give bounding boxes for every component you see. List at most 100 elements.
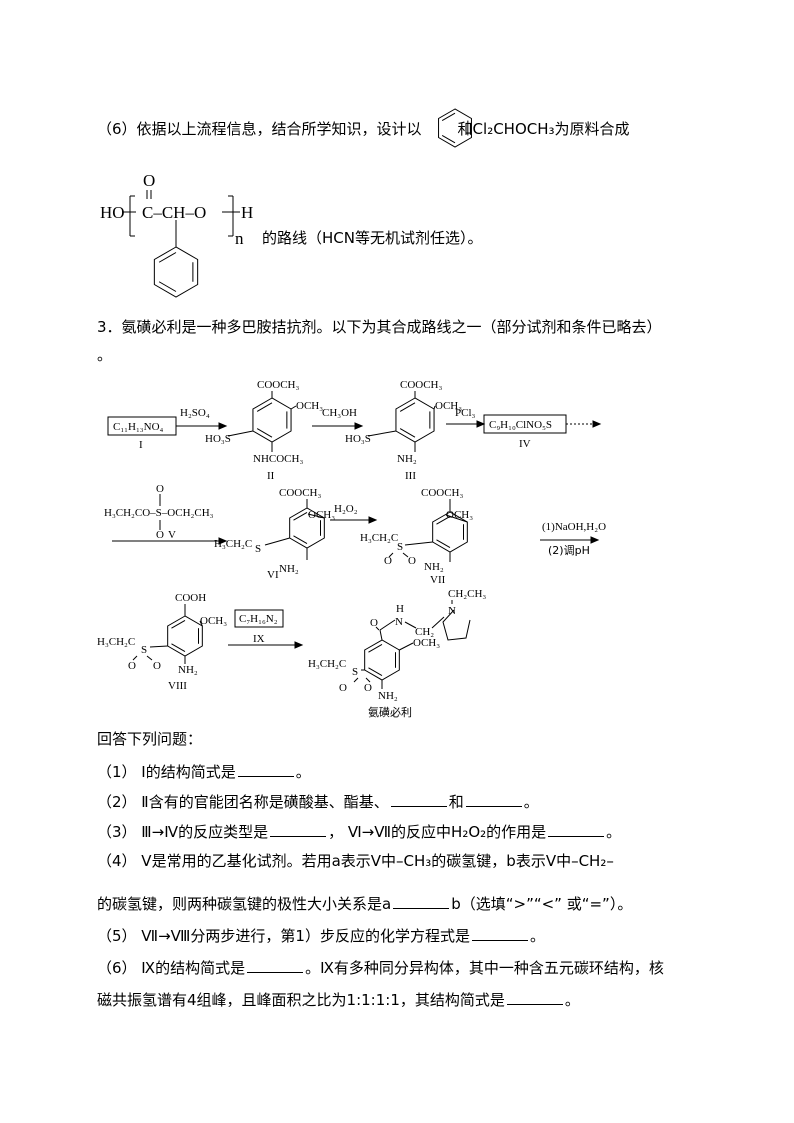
product-o1: O bbox=[339, 682, 347, 694]
product-ethyl: CH₂CH₃ bbox=[448, 588, 486, 600]
vii-label: VII bbox=[430, 574, 446, 586]
bond-line bbox=[375, 626, 380, 631]
q1-text: （1） Ⅰ的结构简式是 bbox=[97, 763, 236, 781]
q3-title: 3．氨磺必利是一种多巴胺拮抗剂。以下为其合成路线之一（部分试剂和条件已略去） bbox=[97, 318, 662, 336]
question-4: （4） Ⅴ是常用的乙基化试剂。若用a表示Ⅴ中–CH₃的碳氢键，b表示Ⅴ中–CH₂… bbox=[97, 852, 614, 870]
vii-o1: O bbox=[384, 555, 392, 567]
double-bond-line bbox=[399, 402, 416, 412]
q2-end: 。 bbox=[523, 793, 539, 811]
double-bond-line bbox=[171, 643, 186, 653]
vi-left: H₃CH₂C bbox=[214, 538, 252, 550]
double-bond-line bbox=[293, 511, 308, 521]
arrowhead-icon bbox=[294, 641, 304, 649]
question-1: （1） Ⅰ的结构简式是。 bbox=[97, 762, 311, 781]
benzene-ring-polymer bbox=[153, 246, 199, 298]
q6-text-c: 磁共振氢谱有4组峰，且峰面积之比为1:1:1:1，其结构简式是 bbox=[97, 991, 505, 1009]
product-s: S bbox=[352, 666, 358, 678]
iii-left: HO₃S bbox=[345, 433, 371, 445]
bond-line bbox=[353, 677, 359, 683]
vii-s: S bbox=[397, 541, 403, 553]
double-bond-line bbox=[293, 535, 308, 545]
polymer-n: n bbox=[235, 229, 244, 248]
iii-bottom: NH₂ bbox=[397, 453, 417, 465]
polymer-structure: HO O C–CH–O H n bbox=[100, 171, 253, 248]
benzene-ring-product bbox=[364, 639, 400, 681]
q6-end: 。 bbox=[564, 991, 580, 1009]
double-bond-line bbox=[368, 667, 383, 677]
ii-right: OCH₃ bbox=[296, 400, 323, 412]
vii-right: OCH₃ bbox=[446, 509, 473, 521]
arrowhead-icon bbox=[368, 516, 378, 524]
product-n-amide: N bbox=[395, 616, 403, 628]
polymer-carbonyl-o: O bbox=[143, 171, 155, 190]
reagent-naoh: (1)NaOH,H₂O bbox=[542, 521, 606, 533]
q3-title-end: 。 bbox=[97, 346, 113, 364]
compound-III: COOCH₃ OCH₃ HO₃S NH₂ III bbox=[345, 379, 462, 482]
product-label: 氨磺必利 bbox=[368, 705, 412, 719]
bond-line bbox=[404, 621, 417, 629]
vii-left: H₃CH₂C bbox=[360, 532, 398, 544]
double-bond-line bbox=[171, 619, 186, 629]
answer-blank[interactable] bbox=[506, 990, 563, 1005]
vii-top: COOCH₃ bbox=[421, 487, 464, 499]
bond-line bbox=[367, 430, 397, 437]
compound-IV-box bbox=[483, 414, 567, 434]
q2-text: （2） Ⅱ含有的官能团名称是磺酸基、酯基、 bbox=[97, 793, 389, 811]
vii-bottom: NH₂ bbox=[424, 561, 444, 573]
product-left: H₃CH₂C bbox=[308, 658, 346, 670]
viii-bottom: NH₂ bbox=[178, 664, 198, 676]
answer-blank[interactable] bbox=[270, 822, 327, 837]
polymer-chain: C–CH–O bbox=[142, 203, 206, 222]
double-bond-line bbox=[441, 134, 456, 144]
answer-blank[interactable] bbox=[471, 926, 528, 941]
ii-left: HO₃S bbox=[205, 433, 231, 445]
viii-left: H₃CH₂C bbox=[97, 636, 135, 648]
bond-line bbox=[307, 513, 325, 519]
bond-line bbox=[379, 629, 383, 641]
reagent-h2so4: H₂SO₄ bbox=[180, 407, 210, 419]
compound-I: C₁₁H₁₃NO₄ I bbox=[107, 416, 177, 451]
vii-o2: O bbox=[408, 555, 416, 567]
product-o2: O bbox=[364, 682, 372, 694]
double-bond-line bbox=[368, 643, 383, 653]
compound-I-formula: C₁₁H₁₃NO₄ bbox=[113, 421, 164, 433]
arrowhead-icon bbox=[590, 536, 600, 544]
questions-intro: 回答下列问题： bbox=[97, 730, 203, 748]
answer-blank[interactable] bbox=[548, 822, 605, 837]
question-6: （6） Ⅸ的结构简式是。Ⅸ有多种同分异构体，其中一种含五元碳环结构，核 bbox=[97, 958, 664, 977]
answer-blank[interactable] bbox=[393, 894, 450, 909]
bond-line bbox=[290, 405, 297, 410]
iii-label: III bbox=[405, 470, 416, 482]
compound-IV-formula: C₉H₁₀ClNO₅S bbox=[489, 419, 552, 431]
product-ch2: CH₂ bbox=[415, 626, 434, 638]
benzene-ring-viii bbox=[167, 615, 203, 657]
double-bond-line bbox=[436, 539, 451, 549]
product-n-ring: N bbox=[448, 605, 456, 617]
ii-label: II bbox=[267, 470, 275, 482]
bond-line bbox=[402, 552, 409, 558]
viii-s: S bbox=[141, 644, 147, 656]
vi-right: OCH₃ bbox=[308, 509, 335, 521]
q3-text: （3） Ⅲ→Ⅳ的反应类型是 bbox=[97, 823, 269, 841]
viii-o1: O bbox=[128, 660, 136, 672]
answer-blank[interactable] bbox=[465, 792, 522, 807]
q5-end: 。 bbox=[529, 927, 545, 945]
compound-IV: C₉H₁₀ClNO₅S IV bbox=[483, 414, 567, 450]
question-6-cont: 磁共振氢谱有4组峰，且峰面积之比为1:1:1:1，其结构简式是 。 bbox=[97, 990, 580, 1009]
ii-top: COOCH₃ bbox=[257, 379, 300, 391]
bond-line bbox=[404, 541, 433, 546]
answer-blank[interactable] bbox=[247, 958, 304, 973]
double-bond-line bbox=[399, 428, 416, 438]
double-bond-line bbox=[256, 428, 273, 438]
polymer-h: H bbox=[241, 203, 253, 222]
compound-VI: COOCH₃ OCH₃ H₃CH₂C S NH₂ VI bbox=[214, 487, 335, 581]
reagent-ch3oh: CH₃OH bbox=[322, 407, 357, 419]
answer-blank[interactable] bbox=[390, 792, 447, 807]
answer-blank[interactable] bbox=[237, 762, 294, 777]
product-amisulpride: O H N CH₂ N CH₂CH₃ OCH₃ H₃CH₂C S O O NH₂… bbox=[308, 588, 486, 719]
arrowhead-icon bbox=[592, 420, 602, 428]
bond-line bbox=[365, 677, 371, 683]
product-right: OCH₃ bbox=[413, 637, 440, 649]
